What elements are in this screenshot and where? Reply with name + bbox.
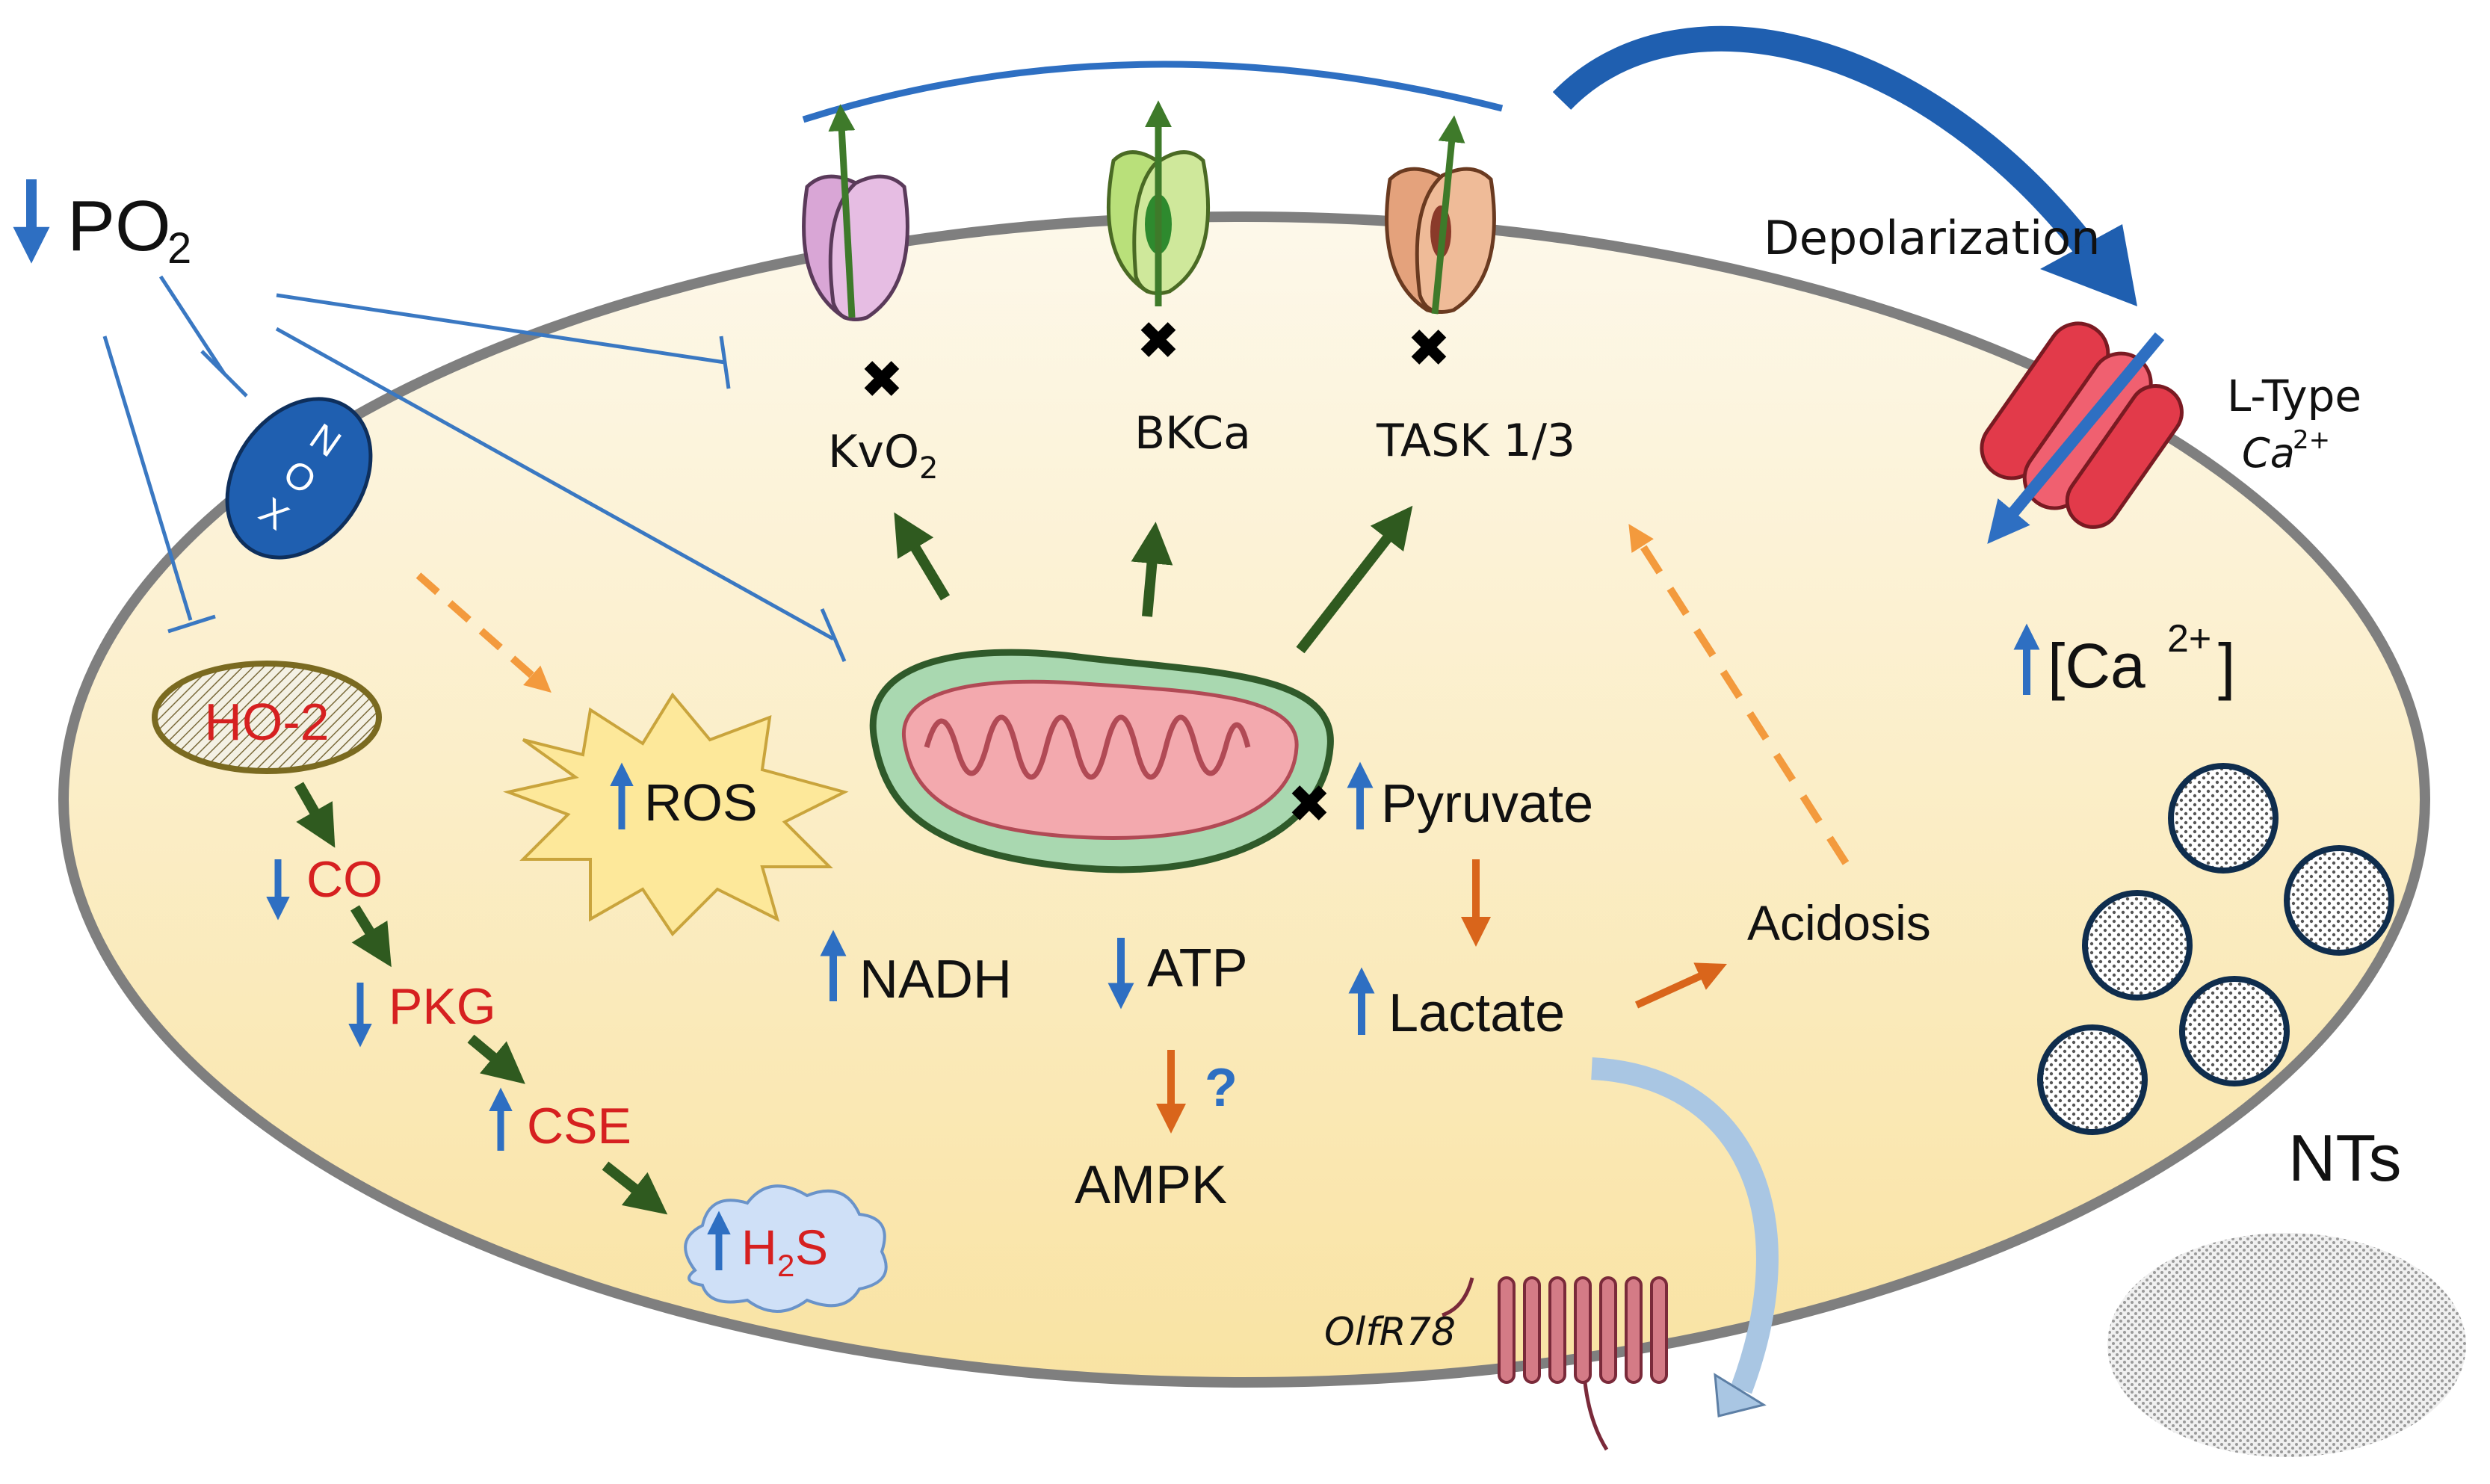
bkca-block-icon: ✖ <box>1137 312 1181 370</box>
cse-label: CSE <box>527 1098 631 1154</box>
neurotransmitter-cloud <box>2107 1233 2466 1457</box>
kvo2-subscript: 2 <box>919 451 938 486</box>
mito-to-bkca-arrow <box>1131 522 1173 617</box>
nadh-label: NADH <box>859 950 1012 1010</box>
lactate-to-acidosis-arrow <box>1634 962 1727 1009</box>
acidosis-to-task-arrow <box>1628 524 1850 865</box>
ltype-label-line2: Ca <box>2242 430 2295 477</box>
pkg-label: PKG <box>389 978 496 1035</box>
bkca-channel: ✖ BKCa <box>1106 100 1251 460</box>
ca-concentration-label: [Ca <box>2048 631 2145 701</box>
olfr78-label: OlfR78 <box>1324 1310 1456 1355</box>
h2s-label-h: H <box>741 1219 777 1275</box>
ampk-label: AMPK <box>1075 1155 1227 1215</box>
co-label: CO <box>306 851 383 908</box>
pyruvate-block-icon: ✖ <box>1288 775 1332 833</box>
h2s-label-s: S <box>795 1219 828 1275</box>
nox-enzyme: N O X <box>225 397 373 560</box>
kvo2-label: KvO <box>828 426 919 478</box>
atp-label: ATP <box>1147 939 1248 998</box>
nts-label: NTs <box>2288 1121 2402 1195</box>
ros-label: ROS <box>644 773 758 832</box>
lactate-label: Lactate <box>1388 983 1565 1043</box>
pyruvate-label: Pyruvate <box>1381 774 1593 834</box>
ho2-label: HO-2 <box>204 693 329 751</box>
ho2-enzyme <box>152 661 382 774</box>
vesicles <box>2037 763 2394 1135</box>
h2s-label-sub: 2 <box>777 1248 794 1283</box>
mito-to-task-arrow <box>1296 505 1413 654</box>
task-block-icon: ✖ <box>1407 319 1451 377</box>
uncertain-marker: ? <box>1205 1058 1238 1118</box>
ca-concentration-close: ] <box>2218 631 2235 701</box>
po2-label: PO <box>67 186 171 266</box>
task-channel: ✖ TASK 1/3 <box>1376 115 1575 467</box>
task-label: TASK 1/3 <box>1376 415 1575 467</box>
ros-burst: ROS <box>502 692 849 937</box>
po2-indicator: PO 2 <box>13 179 191 273</box>
inhibition-lines <box>102 275 847 662</box>
depolarization-arrow-head <box>2040 224 2137 306</box>
h2s-cloud <box>684 1184 888 1313</box>
vesicle <box>2179 976 2290 1086</box>
mito-to-kvo2-arrow <box>894 512 951 601</box>
channel-bracket <box>802 61 1504 123</box>
kvo2-block-icon: ✖ <box>860 350 904 409</box>
olfr78-arrow-head <box>1714 1373 1767 1417</box>
vesicle <box>2284 845 2394 956</box>
depolarization-arrow <box>1552 25 2095 255</box>
depolarization-label: Depolarization <box>1764 211 2100 265</box>
bkca-label: BKCa <box>1134 407 1251 460</box>
mitochondrion <box>869 649 1334 874</box>
vesicle <box>2168 763 2279 874</box>
acidosis-label: Acidosis <box>1747 895 1931 950</box>
ca-concentration-sup: 2+ <box>2167 617 2211 661</box>
ho2-pathway: HO-2 CO PKG CSE H 2 S <box>152 661 888 1313</box>
vesicle <box>2037 1024 2148 1135</box>
lactate-to-olfr78-arrow <box>1591 1057 1779 1394</box>
ltype-label-line1: L-Type <box>2227 371 2361 421</box>
ltype-label-sup: 2+ <box>2293 425 2330 455</box>
olfr78-receptor: OlfR78 <box>1324 1276 1668 1451</box>
nox-to-ros-arrow <box>415 572 552 693</box>
vesicle <box>2082 890 2193 1001</box>
po2-subscript: 2 <box>167 224 191 273</box>
ca-influx-arrow <box>1987 332 2165 544</box>
kvo2-channel: ✖ KvO 2 <box>802 104 938 486</box>
